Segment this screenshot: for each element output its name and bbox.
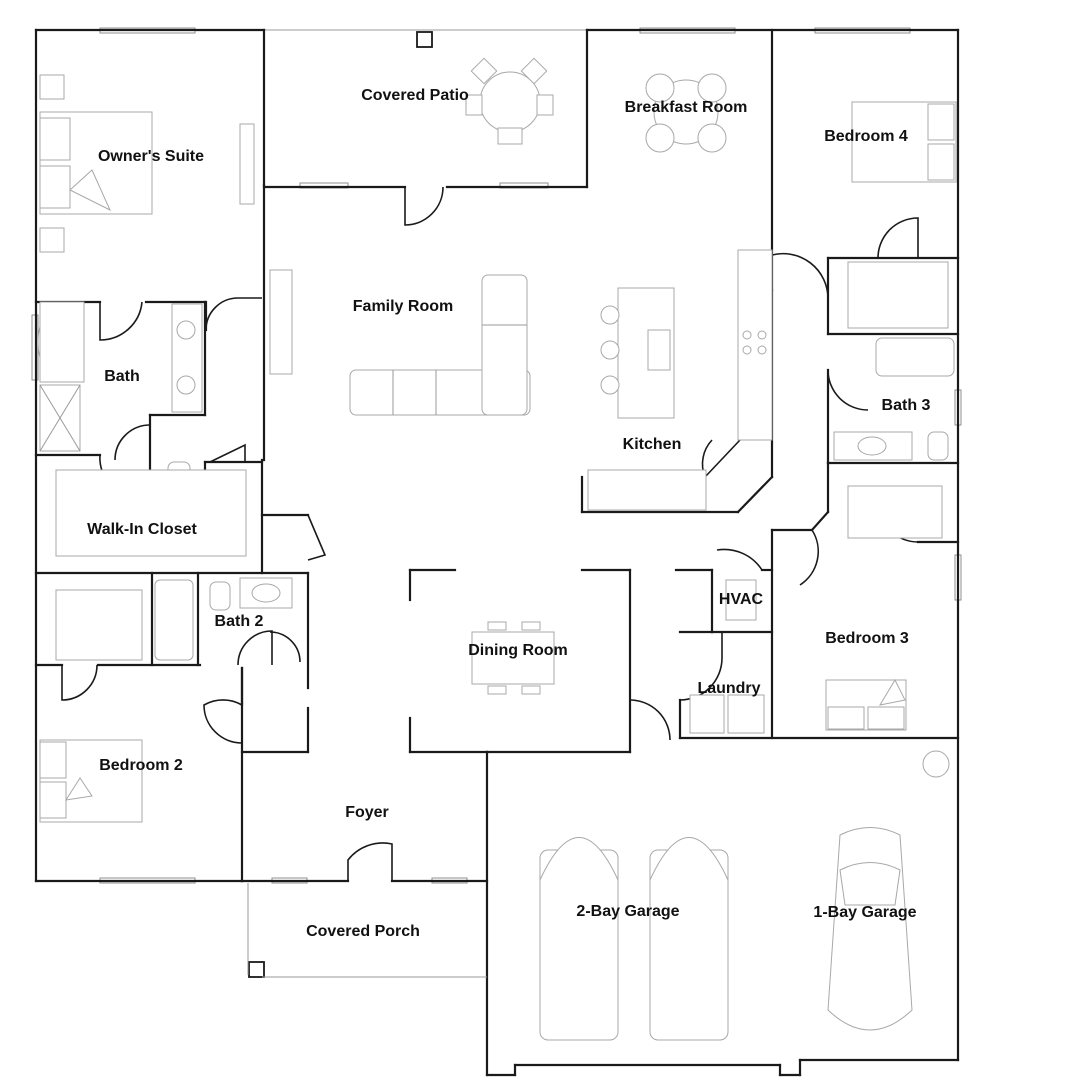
- label-1-bay-garage: 1-Bay Garage: [813, 904, 917, 921]
- label-foyer: Foyer: [345, 804, 389, 821]
- label-bedroom-4: Bedroom 4: [824, 128, 908, 145]
- label-laundry: Laundry: [697, 680, 761, 697]
- label-2-bay-garage: 2-Bay Garage: [576, 903, 680, 920]
- label-hvac: HVAC: [718, 591, 764, 608]
- label-covered-porch: Covered Porch: [306, 923, 420, 940]
- porch-outline: [247, 883, 487, 978]
- label-covered-patio: Covered Patio: [361, 87, 469, 104]
- label-walk-in-closet: Walk-In Closet: [87, 521, 197, 538]
- furniture: [37, 57, 957, 1041]
- label-bath: Bath: [104, 368, 140, 385]
- label-bedroom-2: Bedroom 2: [99, 757, 183, 774]
- label-owners-suite: Owner's Suite: [97, 148, 205, 165]
- label-dining-room: Dining Room: [468, 642, 568, 659]
- label-bath-3: Bath 3: [881, 397, 931, 414]
- porch-posts: [248, 31, 433, 978]
- label-breakfast-room: Breakfast Room: [624, 99, 748, 116]
- label-family-room: Family Room: [352, 298, 454, 315]
- walls: [34, 28, 960, 1077]
- label-bath-2: Bath 2: [214, 613, 264, 630]
- label-bedroom-3: Bedroom 3: [825, 630, 909, 647]
- label-kitchen: Kitchen: [622, 436, 682, 453]
